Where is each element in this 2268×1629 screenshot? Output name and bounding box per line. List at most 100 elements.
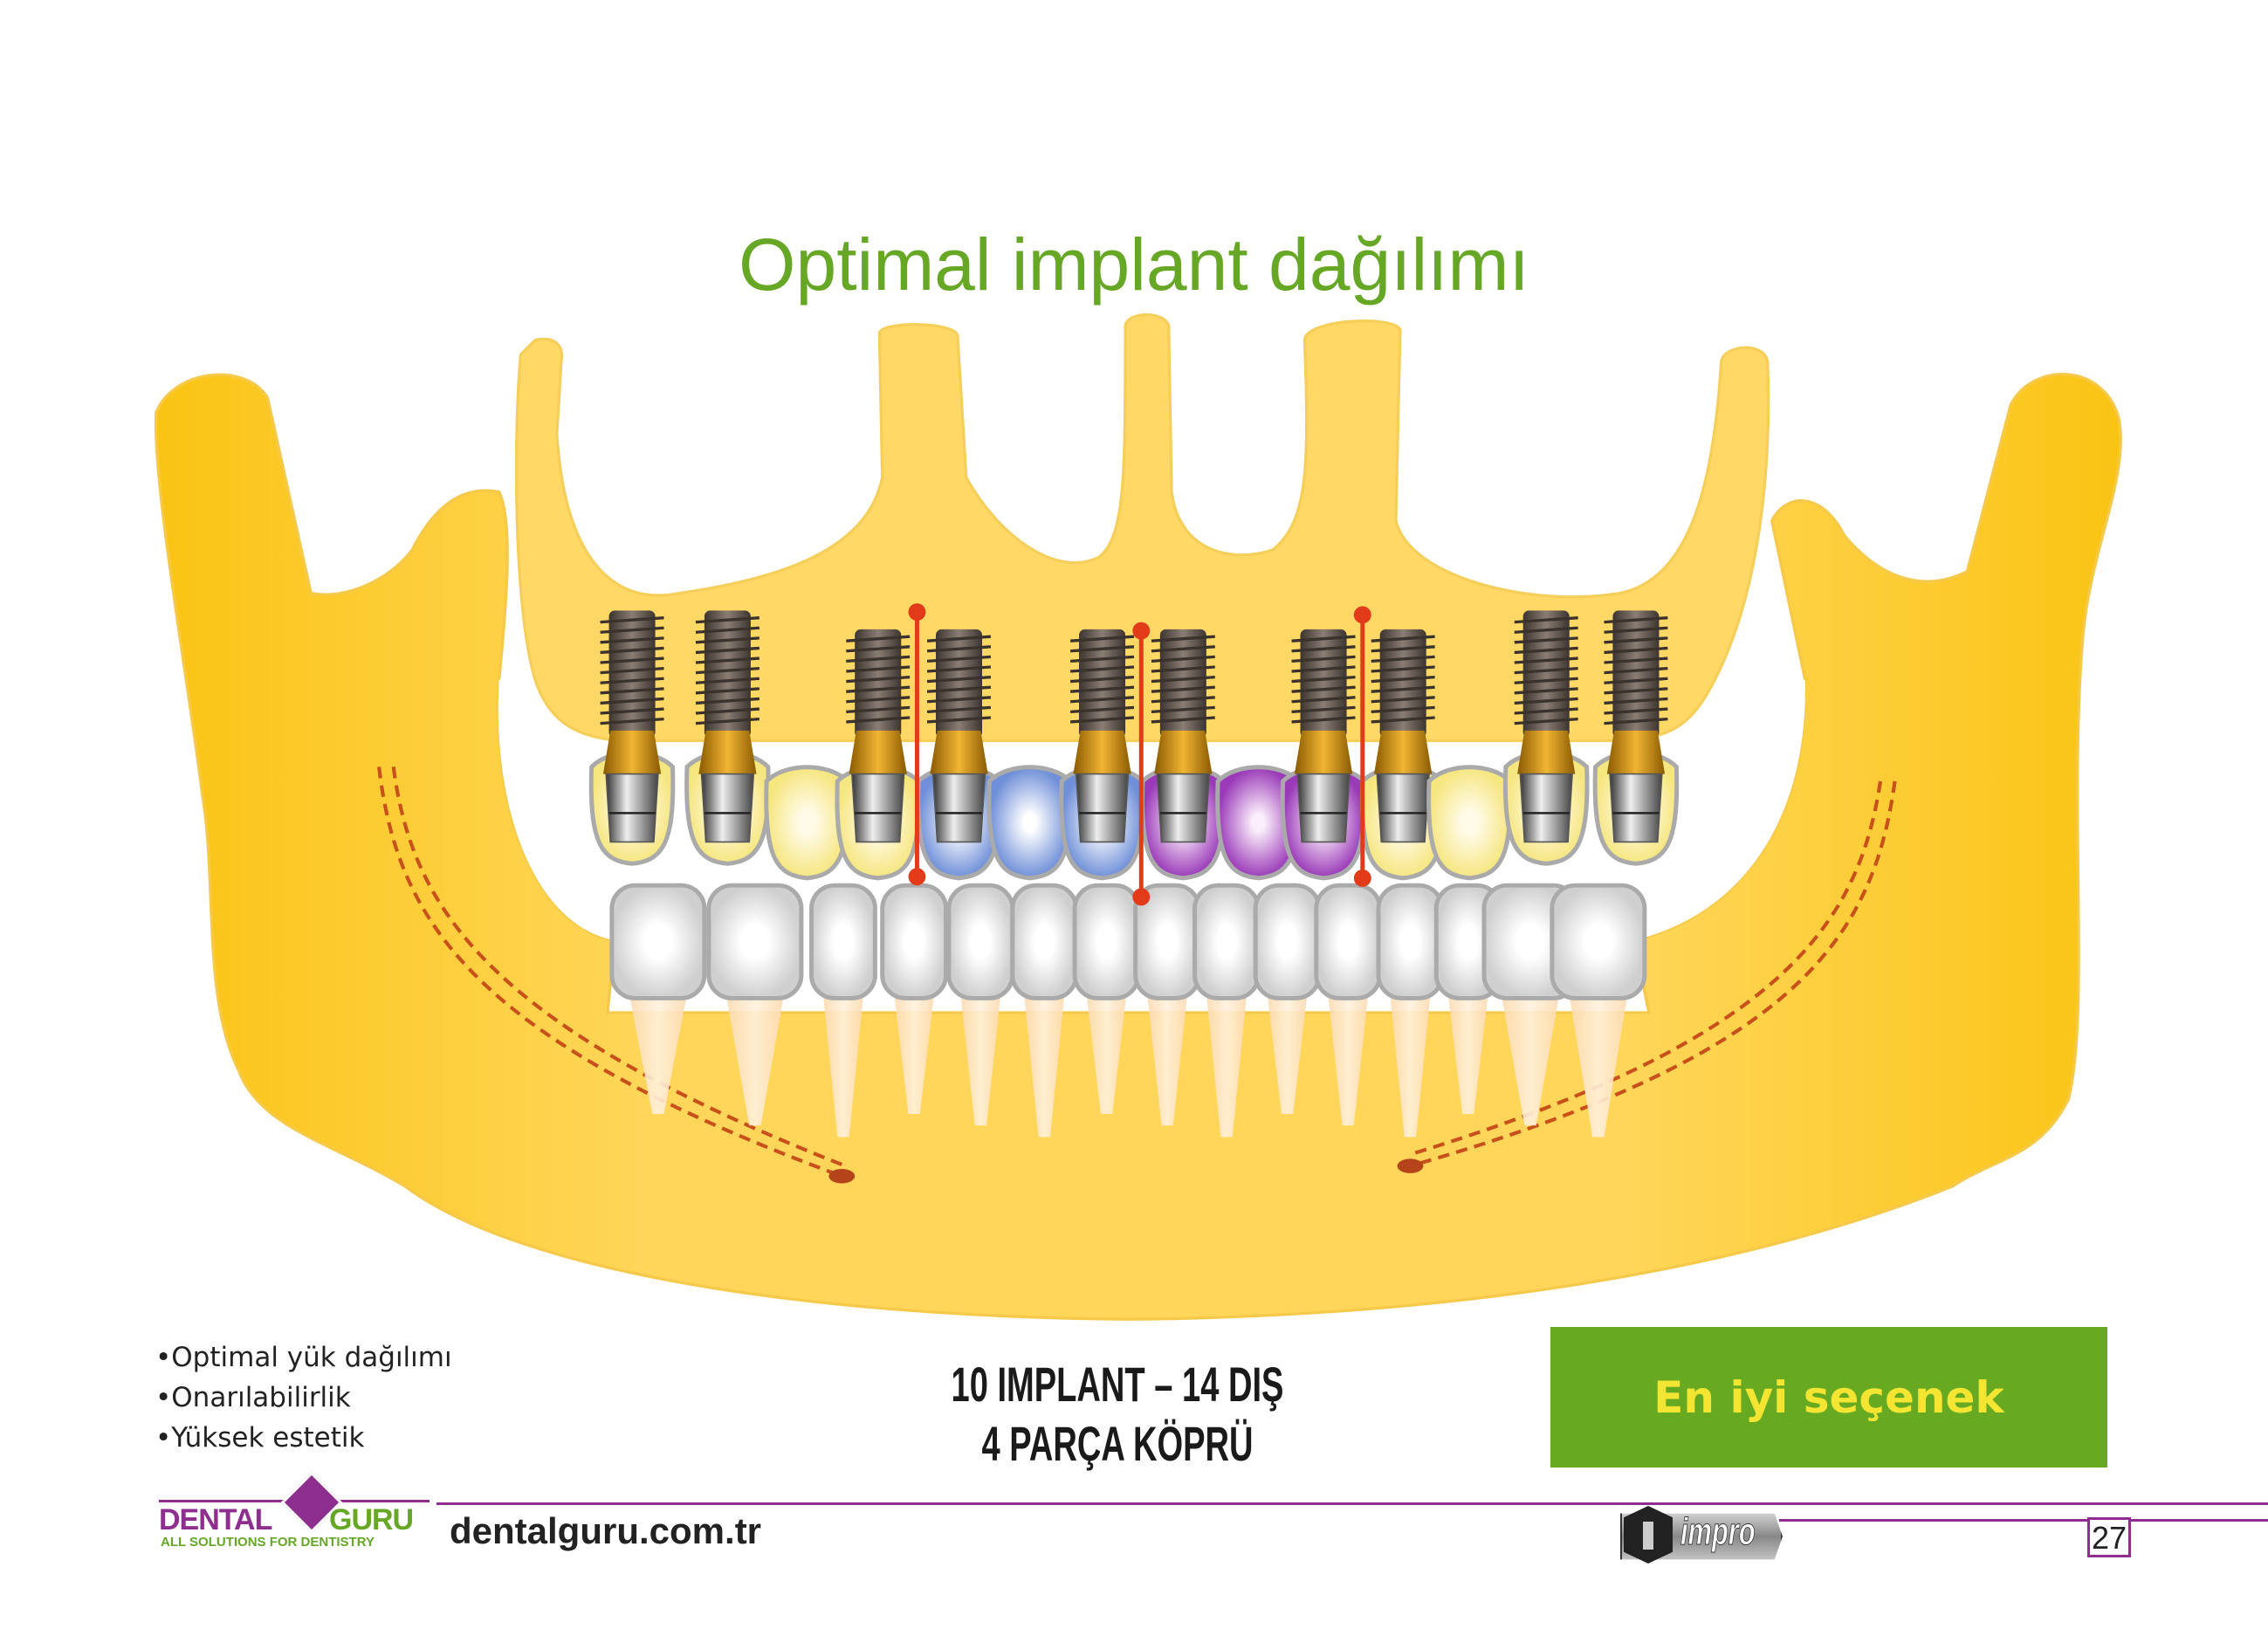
gold-collar	[1374, 730, 1433, 774]
screw-thread	[1514, 656, 1578, 664]
mental-foramen-left	[828, 1168, 856, 1184]
nerve-canal-right	[1409, 780, 1897, 1168]
lower-tooth-root	[892, 983, 936, 1114]
screw-thread	[600, 636, 664, 644]
lower-tooth-root	[1447, 983, 1490, 1114]
split-endpoint	[908, 868, 926, 886]
screw-thread	[1069, 655, 1135, 663]
screw-thread	[695, 646, 759, 655]
screw-thread	[695, 667, 759, 675]
implant	[1604, 610, 1668, 843]
screw-thread	[600, 616, 664, 624]
split-endpoint	[1132, 888, 1151, 906]
screw-thread	[1514, 667, 1578, 675]
screw-thread	[695, 616, 759, 624]
implant	[1151, 629, 1215, 843]
screw-thread	[846, 716, 911, 724]
benefits-list: •Optimal yük dağılımı •Onarılabilirlik •…	[155, 1337, 452, 1458]
lower-tooth-root	[1499, 983, 1562, 1126]
benefit-item: •Yüksek estetik	[155, 1422, 365, 1454]
implant	[926, 629, 992, 843]
screw-thread	[1151, 696, 1215, 704]
screw-thread	[1514, 646, 1578, 655]
screw-thread	[1151, 685, 1215, 693]
screw-thread	[1151, 675, 1215, 684]
screw-thread	[1151, 645, 1215, 653]
screw-thread	[695, 636, 759, 644]
logo-tagline: ALL SOLUTIONS FOR DENTISTRY	[161, 1535, 375, 1550]
screw-thread	[1371, 665, 1435, 673]
screw-thread	[1604, 697, 1668, 705]
impro-logo-text: impro	[1680, 1510, 1756, 1554]
screw-thread	[600, 677, 664, 684]
screw-thread	[1514, 687, 1578, 695]
screw-thread	[600, 707, 664, 715]
screw-thread	[1151, 705, 1215, 714]
dentalguru-logo: DENTAL GURU ALL SOLUTIONS FOR DENTISTRY	[159, 1471, 430, 1550]
screw-thread	[926, 645, 992, 653]
implant	[1291, 629, 1356, 843]
screw-thread	[1291, 696, 1356, 704]
lower-tooth-crown	[1010, 883, 1079, 1000]
screw-thread	[1069, 696, 1135, 704]
implant	[1371, 629, 1435, 843]
screw-thread	[600, 687, 664, 695]
screw-thread	[695, 717, 759, 725]
crown-yellow	[764, 765, 850, 881]
lower-tooth-root	[1022, 983, 1066, 1138]
screw-thread	[1069, 635, 1135, 643]
abutment	[1519, 773, 1573, 843]
split-endpoint	[908, 603, 926, 621]
screw-thread	[1514, 697, 1578, 705]
benefit-item: •Optimal yük dağılımı	[155, 1342, 452, 1373]
screw-thread	[1291, 665, 1356, 673]
lower-tooth-crown	[1253, 883, 1322, 1000]
screw-thread	[600, 717, 664, 725]
gold-collar	[1154, 730, 1213, 774]
nerve-canal-right-inner	[1409, 780, 1883, 1157]
lower-tooth-root	[1145, 983, 1189, 1126]
screw-thread	[1291, 705, 1356, 714]
logo-word-dental: DENTAL	[159, 1503, 272, 1536]
screw-thread	[695, 707, 759, 715]
nerve-canal-left-inner	[391, 766, 843, 1166]
website-link[interactable]: dentalguru.com.tr	[450, 1510, 762, 1551]
abutment	[851, 773, 905, 843]
screw-thread	[1371, 675, 1435, 684]
screw-thread	[1604, 687, 1668, 695]
screw-thread	[846, 705, 911, 714]
screw-thread	[1604, 667, 1668, 675]
gold-collar	[1517, 730, 1576, 774]
screw-thread	[1514, 626, 1578, 634]
screw-thread	[695, 677, 759, 684]
screw-thread	[846, 675, 911, 684]
screw-thread	[846, 665, 911, 673]
screw-thread	[600, 656, 664, 664]
screw-thread	[1069, 645, 1135, 653]
screw-thread	[1291, 655, 1356, 663]
screw-thread	[1514, 636, 1578, 644]
implant	[695, 610, 759, 843]
screw-thread	[1371, 696, 1435, 704]
screw-thread	[1151, 655, 1215, 663]
split-endpoint	[1353, 869, 1371, 887]
lower-tooth-crown	[706, 883, 804, 1000]
nerve-canal-left	[377, 766, 843, 1179]
screw-thread	[926, 705, 992, 714]
screw-thread	[1291, 685, 1356, 693]
screw-thread	[846, 696, 911, 704]
screw-thread	[1604, 636, 1668, 644]
screw-thread	[1069, 716, 1135, 724]
screw-thread	[846, 685, 911, 693]
implant	[1069, 629, 1135, 843]
screw-thread	[1604, 707, 1668, 715]
lower-tooth-crown	[609, 883, 707, 1000]
lower-tooth-crown	[809, 883, 877, 1000]
lower-tooth-root	[1085, 983, 1128, 1114]
abutment	[605, 773, 659, 843]
screw-thread	[1604, 616, 1668, 624]
lower-tooth-root	[724, 983, 787, 1126]
page-title: Optimal implant dağılımı	[739, 223, 1529, 306]
summary-line-2: 4 PARÇA KÖPRÜ	[981, 1416, 1254, 1471]
